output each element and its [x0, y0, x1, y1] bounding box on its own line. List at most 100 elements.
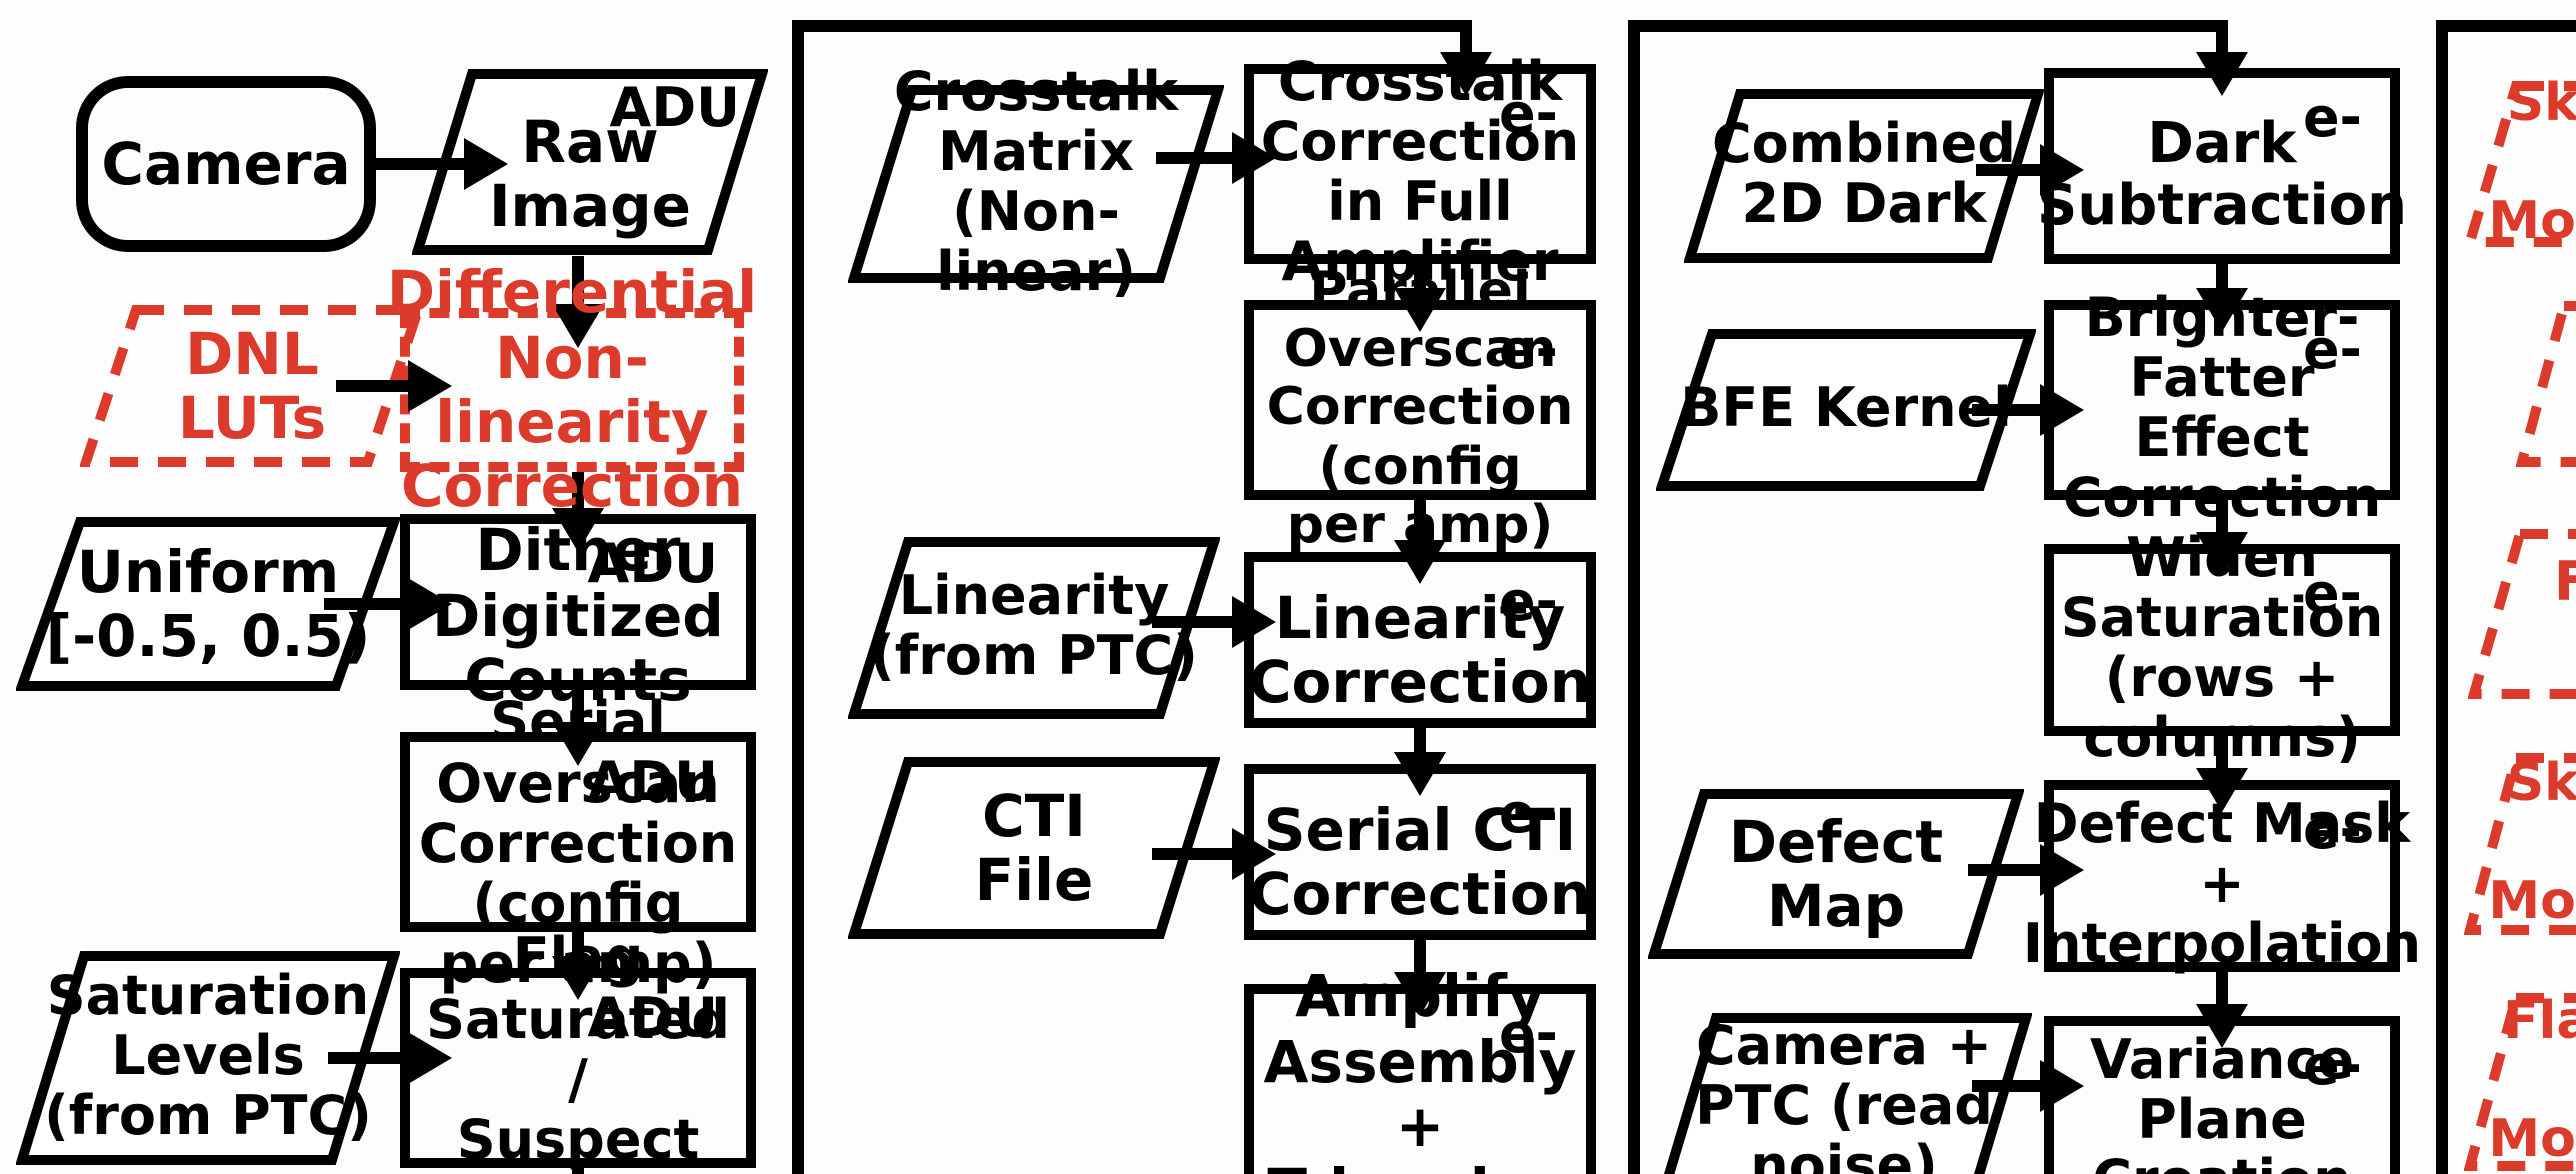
- node-dither-digitized-counts-unit: ADU: [587, 534, 718, 596]
- node-saturation-levels[interactable]: Saturation Levels (from PTC): [16, 950, 400, 1166]
- edge-raw-image-to-dnl-correction: [572, 256, 584, 312]
- node-amplify-assembly-trimming-label: Amplify Assembly + Trimming: [1263, 962, 1577, 1174]
- arrowhead-serial-cti-to-amplify: [1394, 972, 1446, 1016]
- edge-crosstalk-matrix-to-correction: [1156, 152, 1236, 164]
- arrowhead-camera-to-raw-image: [464, 138, 508, 190]
- node-flag-saturated-label: Flag Saturated / Suspect Pixels: [426, 928, 730, 1174]
- node-uniform-dither-source[interactable]: Uniform [-0.5, 0.5): [16, 516, 400, 692]
- node-serial-cti-correction-unit: e-: [1498, 784, 1558, 846]
- node-widen-saturation[interactable]: e- Widen Saturation (rows + columns): [2044, 528, 2400, 770]
- node-raw-image-unit: ADU: [609, 78, 740, 140]
- node-dark-subtraction[interactable]: e- Dark Subtraction: [2037, 68, 2407, 264]
- rail-col4-top-h: [2436, 20, 2576, 32]
- node-crosstalk-matrix[interactable]: Crosstalk Matrix (Non-linear): [848, 62, 1224, 304]
- arrowhead-dnl-correction-to-dither: [552, 508, 604, 552]
- node-linearity-correction-unit: e-: [1498, 572, 1558, 634]
- node-camera-ptc-read-noise[interactable]: Camera + PTC (read noise): [1656, 1012, 2032, 1174]
- arrowhead-bfe-kernel-to-correction: [2040, 384, 2084, 436]
- node-dither-digitized-counts[interactable]: ADU Dither Digitized Counts: [400, 514, 756, 713]
- edge-combined-2d-dark-to-dark-subtraction: [1976, 164, 2048, 176]
- node-flat-seds-mono-flats-label: Flat-SEDs + Mono-flats: [2488, 992, 2576, 1170]
- node-dnl-luts[interactable]: DNL LUTs: [80, 304, 424, 468]
- arrowhead-saturation-levels-to-flag-saturated: [408, 1032, 452, 1084]
- node-parallel-overscan-correction[interactable]: e- Parallel Overscan Correction (config …: [1244, 263, 1596, 554]
- node-flag-saturated-suspect-pixels[interactable]: ADU Flag Saturated / Suspect Pixels: [400, 930, 756, 1174]
- edge-linearity-ptc-to-correction: [1152, 616, 1236, 628]
- node-crosstalk-correction[interactable]: e- Crosstalk Correction in Full Amplifie…: [1244, 52, 1596, 294]
- arrowhead-combined-2d-dark-to-dark-subtraction: [2040, 144, 2084, 196]
- arrowhead-cti-file-to-serial-cti: [1232, 828, 1276, 880]
- node-linearity-ptc[interactable]: Linearity (from PTC): [848, 536, 1220, 720]
- node-defect-map-label: Defect Map: [1728, 807, 1944, 940]
- node-camera-label: Camera: [101, 129, 351, 198]
- node-dnl-correction[interactable]: Differential Non-linearity Correction: [387, 260, 757, 520]
- arrowhead-uniform-to-dither: [408, 578, 452, 630]
- edge-dnl-luts-to-dnl-correction: [336, 380, 412, 392]
- arrowhead-linearity-ptc-to-correction: [1232, 596, 1276, 648]
- node-raw-image-label: Raw Image: [488, 107, 691, 240]
- node-brighter-fatter-correction[interactable]: e- Brighter-Fatter Effect Correction: [2044, 288, 2400, 530]
- node-cti-file-label: CTI File: [974, 781, 1094, 914]
- arrowhead-defect-mask-to-variance-plane: [2196, 1004, 2248, 1048]
- node-combined-2d-dark[interactable]: Combined 2D Dark: [1684, 88, 2044, 264]
- node-defect-mask-interpolation-unit: e-: [2302, 800, 2362, 862]
- node-dither-digitized-counts-label: Dither Digitized Counts: [432, 516, 724, 715]
- arrowhead-camera-ptc-to-variance-plane: [2040, 1060, 2084, 1112]
- node-combined-2d-dark-label: Combined 2D Dark: [1712, 113, 2016, 236]
- node-variance-plane-creation-label: Variance Plane Creation: [2090, 1029, 2354, 1174]
- node-uniform-dither-source-label: Uniform [-0.5, 0.5): [45, 537, 371, 670]
- node-cti-file[interactable]: CTI File: [848, 756, 1220, 940]
- arrowhead-serial-overscan-to-flag-saturated: [552, 956, 604, 1000]
- node-defect-mask-interpolation-label: Defect Mask + Interpolation: [2022, 793, 2422, 977]
- node-camera[interactable]: Camera: [76, 76, 376, 252]
- arrowhead-crosstalk-to-parallel-overscan: [1394, 288, 1446, 332]
- node-sky-seds-mono-flats-2[interactable]: Sky-SEDs + Mono-flats: [2464, 752, 2576, 936]
- node-variance-plane-creation[interactable]: e- Variance Plane Creation: [2044, 1016, 2400, 1174]
- node-dnl-luts-label: DNL LUTs: [177, 319, 327, 452]
- node-bfe-kernel[interactable]: BFE Kernel: [1656, 328, 2036, 492]
- node-pcas[interactable]: PCAs: [2516, 300, 2576, 468]
- arrowhead-into-dark-subtraction: [2196, 52, 2248, 96]
- edge-defect-map-to-defect-mask: [1968, 864, 2048, 876]
- node-crosstalk-correction-unit: e-: [1498, 84, 1558, 146]
- node-amplify-assembly-trimming[interactable]: e- Amplify Assembly + Trimming: [1244, 964, 1596, 1174]
- node-serial-overscan-correction-label: Serial Overscan Correction (config per a…: [418, 692, 738, 997]
- arrowhead-dark-subtraction-to-bfe: [2196, 288, 2248, 332]
- node-widen-saturation-unit: e-: [2302, 564, 2362, 626]
- edge-flag-saturated-to-gain-normalization: [572, 1168, 584, 1174]
- rail-col2-top-h: [792, 20, 1472, 32]
- node-sky-seds-mono-flats-1[interactable]: Sky-SEDs + Mono-flats: [2464, 75, 2576, 250]
- edge-camera-ptc-to-variance-plane: [1972, 1080, 2048, 1092]
- node-fringe-pcas[interactable]: Fringe PCAs: [2468, 528, 2576, 700]
- edge-parallel-overscan-to-linearity: [1414, 500, 1426, 552]
- node-amplify-assembly-trimming-unit: e-: [1498, 1004, 1558, 1066]
- edge-bfe-kernel-to-correction: [1972, 404, 2048, 416]
- node-dark-subtraction-label: Dark Subtraction: [2037, 109, 2407, 238]
- node-fringe-pcas-label: Fringe PCAs: [2534, 552, 2576, 675]
- node-defect-mask-interpolation[interactable]: e- Defect Mask + Interpolation: [2023, 780, 2421, 975]
- arrowhead-defect-map-to-defect-mask: [2040, 844, 2084, 896]
- node-widen-saturation-label: Widen Saturation (rows + columns): [2060, 527, 2384, 771]
- arrowhead-dither-to-serial-overscan: [552, 722, 604, 766]
- node-defect-map[interactable]: Defect Map: [1648, 788, 2024, 960]
- edge-uniform-to-dither: [324, 598, 412, 610]
- node-flag-saturated-unit: ADU: [587, 988, 718, 1050]
- node-linearity-correction-label: Linearity Correction: [1248, 583, 1592, 716]
- rail-col3-to-col4-v: [2436, 20, 2448, 1174]
- node-serial-overscan-correction[interactable]: ADU Serial Overscan Correction (config p…: [400, 694, 756, 996]
- node-brighter-fatter-correction-label: Brighter-Fatter Effect Correction: [2062, 287, 2382, 531]
- node-raw-image[interactable]: ADU Raw Image: [412, 68, 768, 256]
- node-camera-ptc-read-noise-label: Camera + PTC (read noise): [1695, 1015, 1993, 1174]
- node-bfe-kernel-label: BFE Kernel: [1680, 377, 2012, 440]
- node-serial-cti-correction-label: Serial CTI Correction: [1248, 795, 1592, 928]
- node-brighter-fatter-correction-unit: e-: [2302, 320, 2362, 382]
- node-saturation-levels-label: Saturation Levels (from PTC): [44, 965, 372, 1149]
- node-flat-seds-mono-flats[interactable]: Flat-SEDs + Mono-flats: [2464, 992, 2576, 1172]
- node-variance-plane-creation-unit: e-: [2302, 1036, 2362, 1098]
- node-serial-overscan-correction-unit: ADU: [587, 752, 718, 814]
- node-crosstalk-correction-label: Crosstalk Correction in Full Amplifier: [1260, 51, 1580, 295]
- arrowhead-parallel-overscan-to-linearity: [1394, 540, 1446, 584]
- node-dnl-correction-label: Differential Non-linearity Correction: [386, 258, 758, 521]
- arrowhead-widen-saturation-to-defect-mask: [2196, 768, 2248, 812]
